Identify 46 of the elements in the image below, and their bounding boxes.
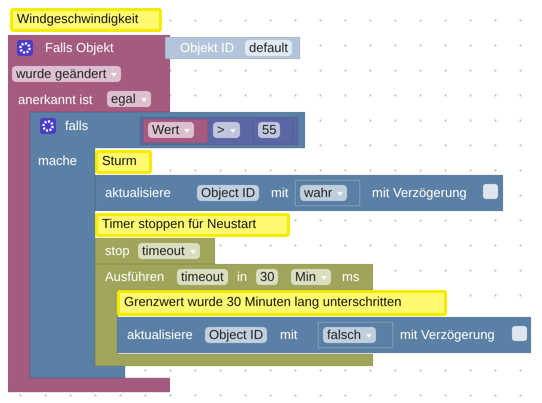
comment-text: Grenzwert wurde 30 Minuten lang unterschritten: [124, 294, 402, 310]
dropdown-field: egal: [107, 91, 151, 107]
update-block: [117, 317, 531, 353]
block-label: Objekt ID: [180, 40, 234, 56]
block-label: aktualisiere: [127, 327, 193, 343]
number-block: [253, 119, 293, 143]
value-field: default: [245, 40, 292, 56]
value-field: Object ID: [197, 185, 260, 201]
block-label: falls: [65, 118, 88, 134]
block-label: mit Verzögerung: [372, 185, 467, 201]
block-label: ms: [342, 269, 360, 285]
value-field: 55: [258, 122, 280, 138]
block-label: anerkannt ist: [18, 92, 92, 108]
value-block: [143, 119, 208, 143]
block-label: in: [237, 269, 248, 285]
block-label: stop: [105, 243, 130, 259]
block-label: Falls Objekt: [45, 40, 114, 56]
value-field: Object ID: [205, 327, 268, 343]
block-label: mit: [280, 327, 298, 343]
dropdown-field: timeout: [138, 243, 200, 259]
update-block: [95, 175, 503, 211]
dropdown-field: wurde geändert: [12, 66, 122, 82]
comment-note: [95, 150, 152, 174]
comment-text: Windgeschwindigkeit: [17, 11, 138, 27]
value-field: 30: [256, 269, 278, 285]
comment-note: [10, 8, 162, 32]
block-label: aktualisiere: [105, 185, 171, 201]
dropdown-field: Min: [291, 269, 331, 285]
comment-text: Sturm: [102, 153, 137, 169]
dropdown-field: wahr: [300, 185, 348, 201]
dropdown-field: Wert: [148, 122, 194, 138]
compare-block: [140, 117, 298, 145]
block-label: mit: [271, 185, 288, 201]
dropdown-field: >: [213, 122, 240, 138]
boolean-block: [295, 180, 360, 206]
block-label: mit Verzögerung: [400, 327, 495, 343]
stop-timer-block: [95, 238, 215, 264]
comment-text: Timer stoppen für Neustart: [102, 216, 256, 232]
value-field: timeout: [177, 269, 228, 285]
block-label: mache: [38, 153, 78, 169]
comment-note: [95, 213, 290, 237]
boolean-block: [318, 322, 393, 348]
object-id-block: [165, 37, 300, 59]
block-label: Ausführen: [105, 269, 164, 285]
comment-note: [117, 290, 447, 316]
dropdown-field: falsch: [323, 327, 376, 343]
